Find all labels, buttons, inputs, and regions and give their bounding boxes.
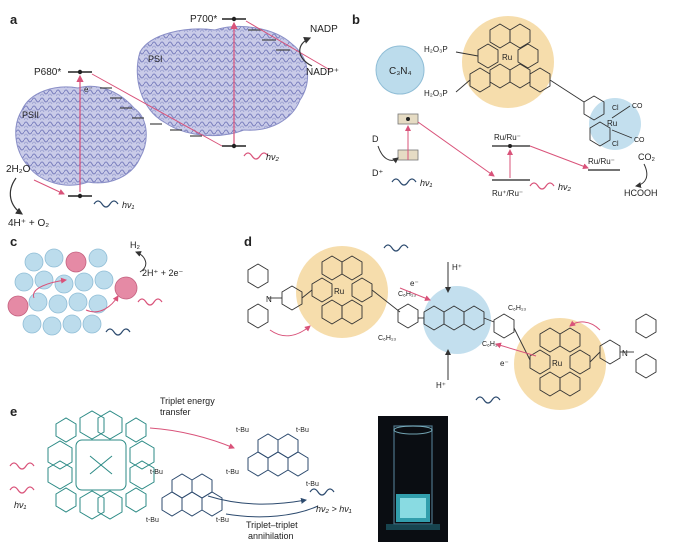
c3n4-label: C₃N₄ — [389, 66, 412, 77]
ru-redox-top: Ru/Ru⁻ — [494, 133, 521, 142]
anthraquinone-halo — [423, 286, 491, 354]
tbu-3: t-Bu — [226, 469, 239, 476]
photon-c-blue-icon — [105, 328, 131, 336]
ru-photosensitizer-structure — [455, 23, 633, 147]
cuvette-photo — [378, 416, 448, 542]
co2-label: CO₂ — [638, 152, 656, 162]
tbu-1: t-Bu — [236, 427, 249, 434]
tbu-5: t-Bu — [150, 469, 163, 476]
photon-c-pink-icon — [137, 298, 163, 306]
h2-label: H₂ — [130, 240, 140, 250]
n-left: N — [266, 295, 272, 304]
tbu-4: t-Bu — [306, 481, 319, 488]
p680-label: P680* — [34, 67, 61, 78]
c3n4-particle — [375, 45, 425, 95]
electron-label: e⁻ — [84, 85, 93, 94]
tbu-7: t-Bu — [216, 517, 229, 524]
e-bottom-label: e⁻ — [500, 359, 509, 368]
ru-right-halo — [514, 318, 606, 410]
panel-d-label: d — [244, 234, 252, 249]
p700-label: P700* — [190, 14, 217, 25]
c6h13-b: C₆H₁₃ — [378, 335, 396, 342]
tbu-6: t-Bu — [146, 517, 159, 524]
cl-top: Cl — [612, 105, 619, 112]
psi-label: PSI — [148, 54, 163, 64]
cl-bottom: Cl — [612, 141, 619, 148]
electron-chain-levels — [100, 29, 290, 137]
ru-catalyst-halo — [589, 98, 641, 150]
panel-d: d — [244, 234, 657, 410]
co-bottom: CO — [634, 137, 645, 144]
photon-hv1-icon — [93, 200, 119, 208]
h-top-label: H⁺ — [452, 263, 462, 272]
reaction-label: 2H⁺ + 2e⁻ — [142, 268, 184, 278]
h2o3p-bottom: H₂O₃P — [424, 89, 448, 98]
tet-line1: Triplet energy — [160, 396, 215, 406]
tbu-2: t-Bu — [296, 427, 309, 434]
c6h13-c: C₆H₁₃ — [508, 305, 526, 312]
h-bottom-label: H⁺ — [436, 381, 446, 390]
c6h13-d: C₆H₁₃ — [482, 341, 500, 348]
panel-e-label: e — [10, 404, 17, 419]
photon-d-top-icon — [383, 244, 409, 252]
h2o3p-top: H₂O₃P — [424, 45, 448, 54]
porphyrin-sensitizer — [47, 410, 155, 520]
photon-hv2-icon — [243, 152, 269, 160]
nadp-plus-label: NADP⁺ — [306, 67, 339, 78]
ru-redox-right: Ru/Ru⁻ — [588, 157, 615, 166]
panel-b: b C₃N₄ H₂O₃P H₂O₃P Ru Ru Cl Cl — [352, 12, 658, 198]
products-label: 4H⁺ + O₂ — [8, 218, 49, 229]
tta-line2: annihilation — [248, 531, 294, 541]
ru-center-1: Ru — [502, 53, 512, 62]
tta-line1: Triplet–triplet — [246, 520, 298, 530]
dyad-structure — [247, 255, 657, 397]
panel-c-label: c — [10, 234, 17, 249]
psii-protein — [15, 85, 147, 186]
donor-plus-label: D⁺ — [372, 168, 383, 178]
panel-b-label: b — [352, 12, 360, 27]
ru-left: Ru — [334, 287, 344, 296]
ru-right: Ru — [552, 359, 562, 368]
nanoparticle-cluster — [7, 248, 138, 336]
ru-left-halo — [296, 246, 388, 338]
psi-protein — [136, 25, 309, 137]
panel-c: c H₂ 2H⁺ + 2e⁻ — [7, 234, 184, 336]
b-hv1-label: hν₁ — [420, 178, 433, 188]
ru-complex-halo — [462, 16, 554, 108]
c6h13-a: C₆H₁₃ — [398, 291, 416, 298]
tet-line2: transfer — [160, 407, 191, 417]
nadp-label: NADP — [310, 24, 338, 35]
panel-a: a PSII PSI P680* P700* e⁻ — [6, 12, 339, 229]
panel-e: e — [9, 396, 448, 542]
tbu-labels: t-Bu t-Bu t-Bu t-Bu t-Bu t-Bu t-Bu — [146, 427, 319, 524]
photon-d-bottom-icon — [475, 396, 501, 404]
panel-a-label: a — [10, 12, 18, 27]
hcooh-label: HCOOH — [624, 188, 658, 198]
hv2-label: hν₂ — [266, 152, 280, 162]
photon-e-emission-icon — [309, 488, 335, 496]
photon-e-in-2-icon — [9, 486, 35, 494]
hv-compare-label: hν₂ > hν₁ — [316, 504, 352, 514]
co-top: CO — [632, 103, 643, 110]
photon-b-hv2-icon — [529, 182, 555, 190]
b-hv2-label: hν₂ — [558, 182, 572, 192]
n-right: N — [622, 349, 628, 358]
psii-label: PSII — [22, 110, 39, 120]
ru-redox-mid: Ru⁺/Ru⁻ — [492, 189, 523, 198]
hv1-label: hν₁ — [122, 200, 135, 210]
annihilator-structures — [161, 433, 309, 517]
e-hv1-label: hν₁ — [14, 500, 27, 510]
donor-label: D — [372, 134, 379, 144]
water-label: 2H₂O — [6, 164, 31, 175]
photon-e-in-1-icon — [9, 462, 35, 470]
e-top-label: e⁻ — [410, 279, 419, 288]
photon-b-hv1-icon — [391, 178, 417, 186]
ru-center-2: Ru — [607, 119, 617, 128]
